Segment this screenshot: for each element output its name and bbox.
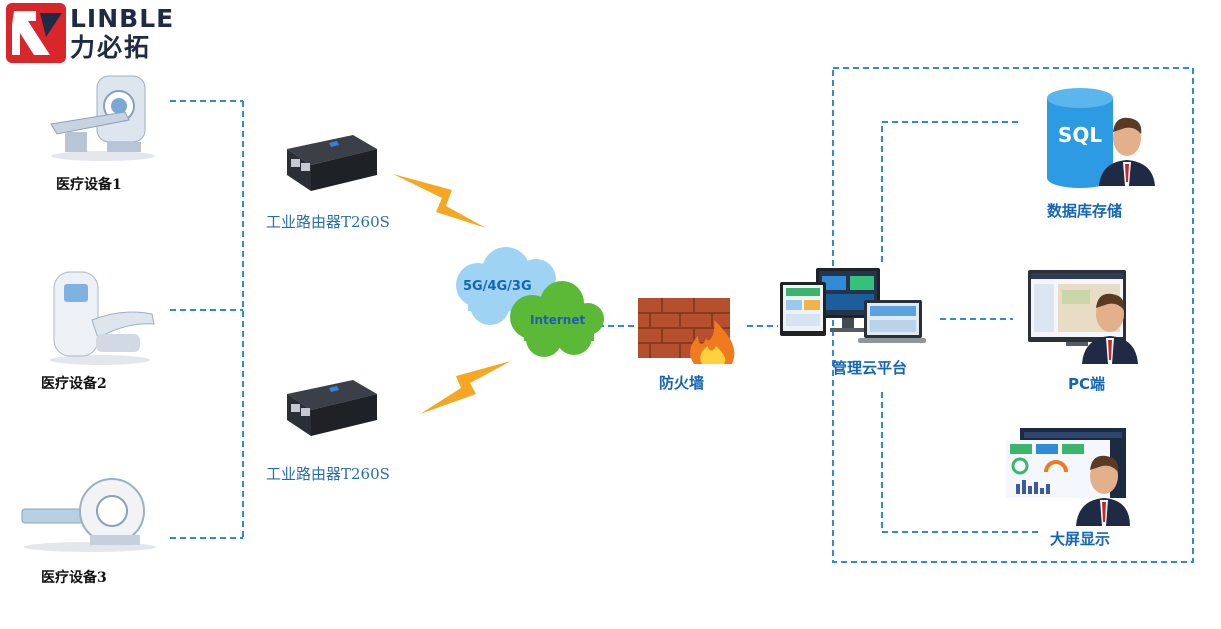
internet-cloud <box>510 281 604 357</box>
pc-label: PC端 <box>1068 375 1106 393</box>
linble-logo-mark <box>6 3 66 63</box>
person-icon <box>1082 293 1138 364</box>
network-clouds-icon <box>456 247 604 357</box>
platform-database-link <box>881 121 1022 262</box>
device-label-3: 医疗设备3 <box>41 570 107 586</box>
pc-monitor-icon <box>1028 270 1138 364</box>
large-screen-label: 大屏显示 <box>1050 530 1111 548</box>
brand-logo: LINBLE 力必拓 <box>6 3 181 63</box>
brand-name-en: LINBLE <box>70 4 175 33</box>
industrial-router-icon <box>287 135 377 191</box>
internet-label: Internet <box>530 313 586 327</box>
ct-scanner-icon <box>50 75 155 161</box>
platform-label: 管理云平台 <box>832 359 908 377</box>
cloud-platform-computers-icon <box>780 268 926 343</box>
database-label: 数据库存储 <box>1047 202 1123 220</box>
device-label-2: 医疗设备2 <box>41 376 107 392</box>
lightning-icon <box>393 174 486 228</box>
platform-screen-link <box>881 392 1040 533</box>
lightning-icon <box>420 361 511 414</box>
cellular-label: 5G/4G/3G <box>463 279 532 294</box>
flame-icon <box>690 320 735 364</box>
firewall-icon <box>638 298 735 364</box>
router-label-2: 工业路由器T260S <box>266 465 390 483</box>
brand-name-cn: 力必拓 <box>70 33 152 62</box>
person-icon <box>1076 455 1130 526</box>
medical-scanner-icon <box>50 271 155 365</box>
firewall-label: 防火墙 <box>659 374 705 392</box>
industrial-router-icon <box>287 380 377 436</box>
sql-badge: SQL <box>1058 123 1102 147</box>
person-icon <box>1099 117 1155 186</box>
sql-database-icon: SQL <box>1047 88 1155 188</box>
large-screen-display-icon <box>1006 428 1130 526</box>
mri-scanner-icon <box>21 478 156 552</box>
router-label-1: 工业路由器T260S <box>266 213 390 231</box>
device-label-1: 医疗设备1 <box>56 177 122 193</box>
